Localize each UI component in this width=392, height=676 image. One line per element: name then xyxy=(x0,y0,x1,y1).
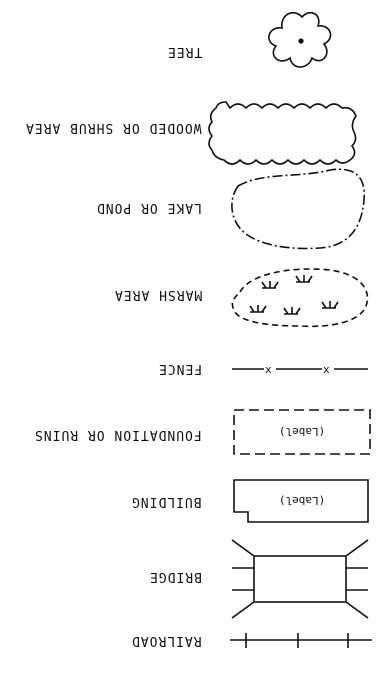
building-symbol: (Label) xyxy=(233,479,369,523)
building-label-text: (Label) xyxy=(279,494,325,507)
foundation-label-text: (Label) xyxy=(279,425,325,438)
railroad-symbol xyxy=(230,633,372,648)
bridge-symbol xyxy=(231,539,369,619)
marsh-symbol xyxy=(231,268,369,328)
fence-symbol: x x xyxy=(232,363,368,376)
foundation-symbol: (Label) xyxy=(233,409,371,455)
fence-mark-1: x xyxy=(265,363,272,376)
fence-mark-2: x xyxy=(323,363,330,376)
tree-symbol xyxy=(268,11,332,68)
wooded-area-symbol xyxy=(208,101,357,165)
lake-symbol xyxy=(231,168,366,250)
